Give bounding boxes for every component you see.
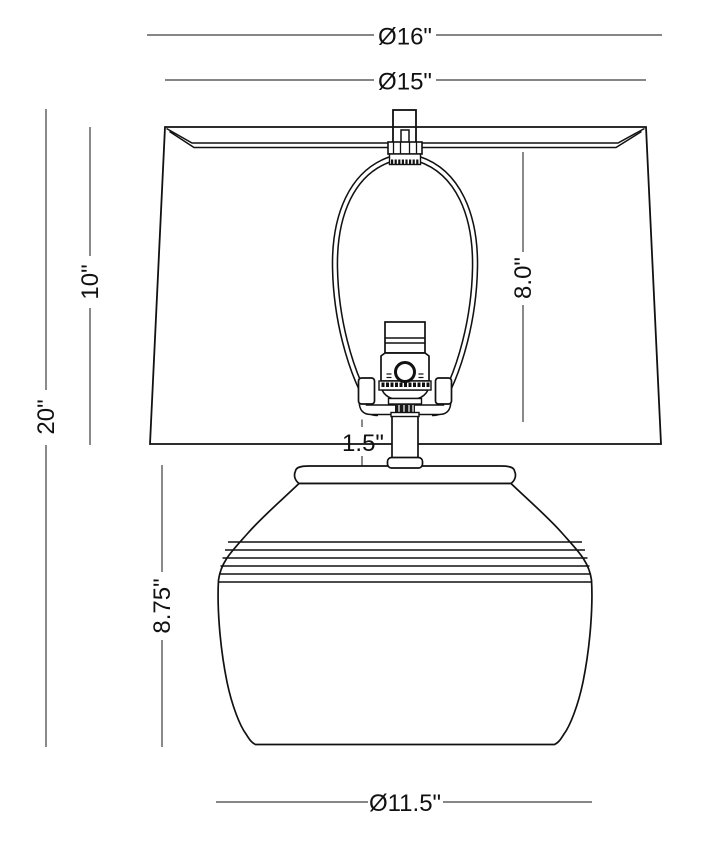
label-base-height: 8.75" xyxy=(149,578,176,633)
harp-sleeve-right xyxy=(434,377,453,405)
socket-switch-knob xyxy=(394,361,416,383)
label-harp-height: 8.0" xyxy=(510,257,537,299)
socket-side-marks xyxy=(386,373,424,379)
socket xyxy=(378,321,432,418)
shade-fitter xyxy=(387,109,423,166)
neck-ring xyxy=(386,456,424,469)
socket-knurl-teeth xyxy=(381,382,430,387)
base-ribs xyxy=(218,541,592,583)
label-shade-height: 10" xyxy=(77,264,104,299)
label-shade-bottom-diameter: Ø16" xyxy=(378,24,432,51)
fitter-bracket-lines xyxy=(392,142,418,154)
socket-base-plate xyxy=(390,411,420,418)
fitter-washer xyxy=(388,153,422,166)
dimension-lines xyxy=(45,34,662,803)
label-base-diameter: Ø11.5" xyxy=(369,790,441,817)
label-shade-top-diameter: Ø15" xyxy=(378,69,432,96)
label-overall-height: 20" xyxy=(33,399,60,434)
base-body xyxy=(217,482,593,746)
socket-ribbed-stem-slits xyxy=(398,405,414,412)
lamp-neck xyxy=(386,415,424,469)
socket-lower-plate xyxy=(387,397,423,405)
shade-outline xyxy=(149,126,662,445)
socket-lower-taper xyxy=(380,389,430,400)
base-cap xyxy=(293,465,517,485)
harp-sleeve-left xyxy=(357,377,376,405)
fitter-washer-teeth xyxy=(391,159,419,164)
lamp-base xyxy=(217,465,593,746)
neck-column xyxy=(391,415,419,459)
socket-ribbed-stem xyxy=(395,404,415,413)
